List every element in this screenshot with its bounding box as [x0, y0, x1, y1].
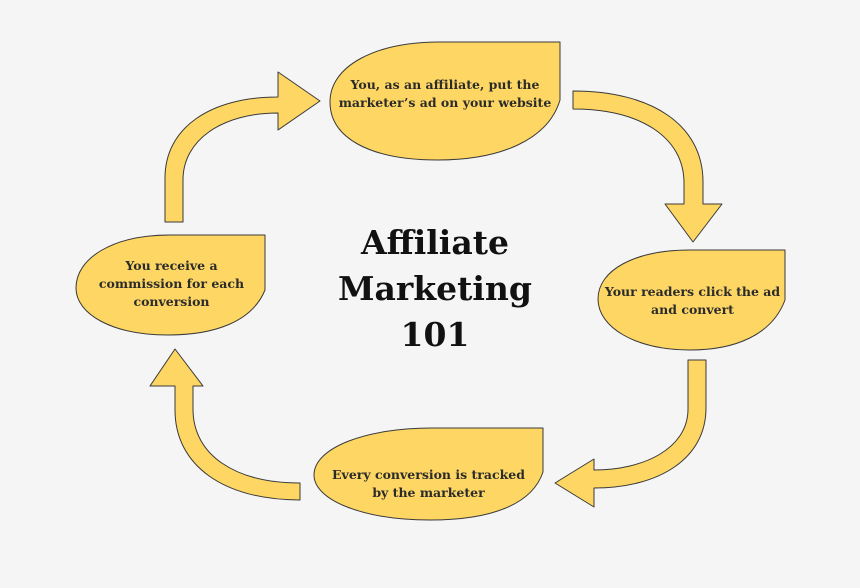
step-text-line: conversion: [133, 294, 210, 309]
step-text-bottom: Every conversion is tracked by the marke…: [314, 466, 543, 502]
step-text-line: marketer’s ad on your website: [338, 95, 552, 110]
step-text-line: and convert: [651, 302, 734, 317]
step-bubble-right: [597, 249, 786, 351]
arrow-top-to-right: [572, 90, 723, 243]
step-text-left: You receive a commission for each conver…: [80, 257, 263, 311]
arrow-bottom-to-left: [149, 348, 301, 501]
step-bubble-top: [329, 41, 561, 161]
step-text-line: You, as an affiliate, put the: [350, 77, 540, 92]
step-text-top: You, as an affiliate, put the marketer’s…: [330, 76, 560, 112]
step-text-line: Every conversion is tracked: [332, 467, 525, 482]
step-bubble-left: [75, 234, 266, 336]
step-text-line: Your readers click the ad: [604, 284, 781, 299]
title-line: Marketing: [337, 269, 532, 308]
step-text-right: Your readers click the ad and convert: [600, 283, 785, 319]
arrow-right-to-bottom: [554, 359, 707, 508]
step-text-line: You receive a: [125, 258, 218, 273]
title-line: Affiliate: [361, 223, 509, 262]
title-line: 101: [400, 315, 470, 354]
step-text-line: by the marketer: [372, 485, 485, 500]
arrow-left-to-top: [164, 71, 321, 223]
step-bubble-bottom: [313, 427, 544, 521]
step-text-line: commission for each: [98, 276, 245, 291]
diagram-title: Affiliate Marketing 101: [300, 220, 570, 358]
